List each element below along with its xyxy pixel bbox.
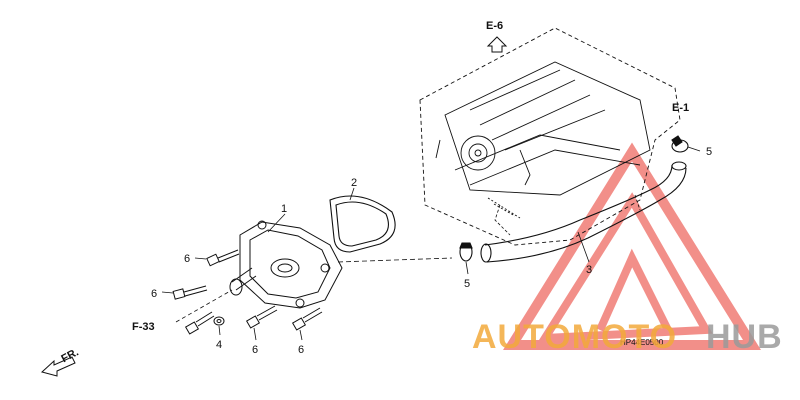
hose-lower-edge [486, 167, 687, 263]
leader-3 [577, 231, 590, 263]
ref-f33-label: F-33 [132, 321, 155, 333]
engine-body-outline [444, 61, 651, 196]
clamp-lower [459, 242, 473, 262]
leader-5-upper [687, 146, 701, 152]
pump-boss-bottom [295, 298, 305, 308]
callout-5-lower: 5 [464, 278, 470, 290]
engine-block [419, 27, 681, 246]
bolt-e [291, 307, 323, 331]
coolant-hose [480, 161, 687, 263]
bolt-e-head [291, 317, 307, 331]
bolt-d-head [245, 315, 261, 329]
hose-end-right [671, 161, 687, 171]
callout-5-upper: 5 [706, 146, 712, 158]
bolt-b-head [172, 288, 186, 300]
callout-2: 2 [351, 177, 357, 189]
callout-6-c: 6 [252, 344, 258, 356]
engine-dashed-boundary [419, 27, 681, 246]
watermark-logo [503, 142, 761, 350]
bolt-a [206, 249, 240, 267]
ref-e6-label: E-6 [486, 20, 503, 32]
watermark-triangle-inner [596, 248, 672, 332]
leader-1 [267, 213, 286, 233]
bolt-c [184, 311, 215, 335]
leader-6-b [161, 291, 174, 294]
bolt-a-shank [217, 249, 240, 263]
callout-3: 3 [586, 264, 592, 276]
hose-end-left [480, 243, 492, 263]
pump-inlet-pipe [231, 267, 257, 291]
watermark-triangle-outer [503, 142, 761, 350]
watermark-word-orange: AUTOMOTO [472, 318, 677, 356]
washer-outer [213, 316, 225, 326]
engine-fins [469, 69, 606, 151]
fr-arrow-icon [40, 356, 76, 377]
leader-6-a [194, 257, 207, 260]
engine-pump-boss [460, 135, 496, 171]
leader-2 [349, 187, 355, 201]
bolt-d-shank [256, 305, 278, 321]
pump-cover-body [239, 221, 343, 309]
water-pump-cover [229, 220, 343, 309]
engine-pump-center [474, 149, 482, 157]
leader-f33 [175, 289, 233, 323]
fr-direction-label: FR. [59, 346, 80, 365]
pump-boss-top [257, 220, 267, 230]
clamp-upper-tab [671, 135, 683, 147]
gasket [329, 195, 396, 253]
bolt-a-head [206, 253, 220, 267]
pump-boss-right [320, 263, 330, 273]
fr-arrow-shape [40, 356, 76, 377]
callout-6-d: 6 [298, 344, 304, 356]
bolt-d [245, 305, 278, 329]
callout-6-b: 6 [151, 288, 157, 300]
pump-cover-rim [249, 229, 331, 299]
leader-hose-axis [337, 257, 453, 263]
bolt-b-shank [183, 285, 208, 297]
bolt-e-shank [302, 307, 323, 323]
gasket-inner [335, 201, 389, 247]
leader-lines [161, 146, 701, 341]
pump-inlet-end [229, 278, 243, 296]
bolt-c-shank [195, 311, 215, 327]
leader-6-c [253, 327, 257, 341]
engine-lower-ribs [454, 134, 641, 186]
bolt-c-head [184, 321, 200, 335]
watermark-word-gray: HUB [706, 318, 783, 356]
clamp-upper [671, 135, 689, 153]
leader-6-d [299, 329, 303, 341]
leader-4 [218, 325, 221, 336]
clamp-lower-tab [459, 242, 473, 249]
washer [213, 316, 225, 326]
washer-inner [216, 319, 222, 323]
engine-pump-hub [468, 143, 488, 163]
callout-1: 1 [281, 203, 287, 215]
pump-outlet-bore [277, 263, 293, 273]
gasket-outer [329, 195, 396, 253]
pump-outlet-pipe [270, 258, 300, 278]
watermark-triangle-mid [537, 192, 713, 343]
bolt-b [172, 285, 208, 300]
outline-up-arrow-icon [486, 36, 508, 53]
e6-arrow-shape [486, 36, 508, 53]
leader-hose-to-engine [634, 194, 641, 211]
ref-e1-label: E-1 [672, 102, 689, 114]
leader-5-lower [465, 261, 469, 275]
diagram-code: HP44E0500 [620, 338, 664, 347]
engine-bolt-dash [487, 197, 521, 219]
callout-6-a: 6 [184, 253, 190, 265]
leader-pump-to-engine [494, 204, 511, 236]
hose-upper-edge [484, 164, 673, 246]
engine-tubes [435, 139, 531, 186]
callout-4: 4 [216, 339, 222, 351]
